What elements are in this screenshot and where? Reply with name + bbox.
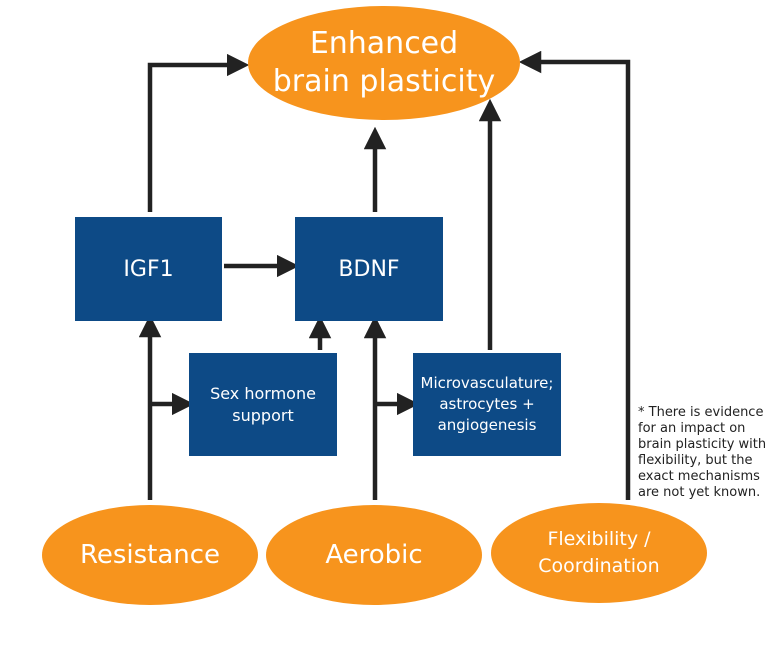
footnote-line: are not yet known. (638, 485, 761, 500)
node-igf1: IGF1 (75, 217, 222, 321)
igf1-label: IGF1 (123, 256, 174, 282)
footnote-line: flexibility, but the (638, 453, 753, 468)
node-microvasculature: Microvasculature; astrocytes + angiogene… (413, 353, 561, 456)
node-enhanced-brain-plasticity: Enhanced brain plasticity (248, 6, 520, 120)
footnote: * There is evidence for an impact on bra… (638, 405, 766, 501)
footnote-line: exact mechanisms (638, 469, 760, 484)
arrow-igf1-to-plasticity (147, 53, 250, 212)
sex-hormone-line-2: support (232, 405, 294, 425)
node-flexibility-coordination: Flexibility / Coordination (491, 503, 707, 603)
footnote-line: brain plasticity with (638, 437, 767, 452)
sex-hormone-line-1: Sex hormone (210, 383, 316, 403)
footnote-line: * There is evidence (638, 405, 764, 420)
flexibility-line-2: Coordination (538, 555, 660, 577)
bdnf-label: BDNF (338, 256, 400, 282)
node-sex-hormone-support: Sex hormone support (189, 353, 337, 456)
micro-line-3: angiogenesis (437, 416, 537, 434)
node-aerobic: Aerobic (266, 505, 482, 605)
arrow-flexibility-to-plasticity (518, 50, 631, 500)
plasticity-line-2: brain plasticity (272, 64, 496, 99)
resistance-label: Resistance (79, 540, 221, 570)
plasticity-line-1: Enhanced (309, 26, 459, 61)
node-bdnf: BDNF (295, 217, 443, 321)
flexibility-line-1: Flexibility / (547, 528, 651, 550)
node-resistance: Resistance (42, 505, 258, 605)
aerobic-label: Aerobic (325, 540, 423, 570)
micro-line-2: astrocytes + (439, 395, 535, 413)
micro-line-1: Microvasculature; (420, 374, 554, 392)
footnote-line: for an impact on (638, 421, 746, 436)
